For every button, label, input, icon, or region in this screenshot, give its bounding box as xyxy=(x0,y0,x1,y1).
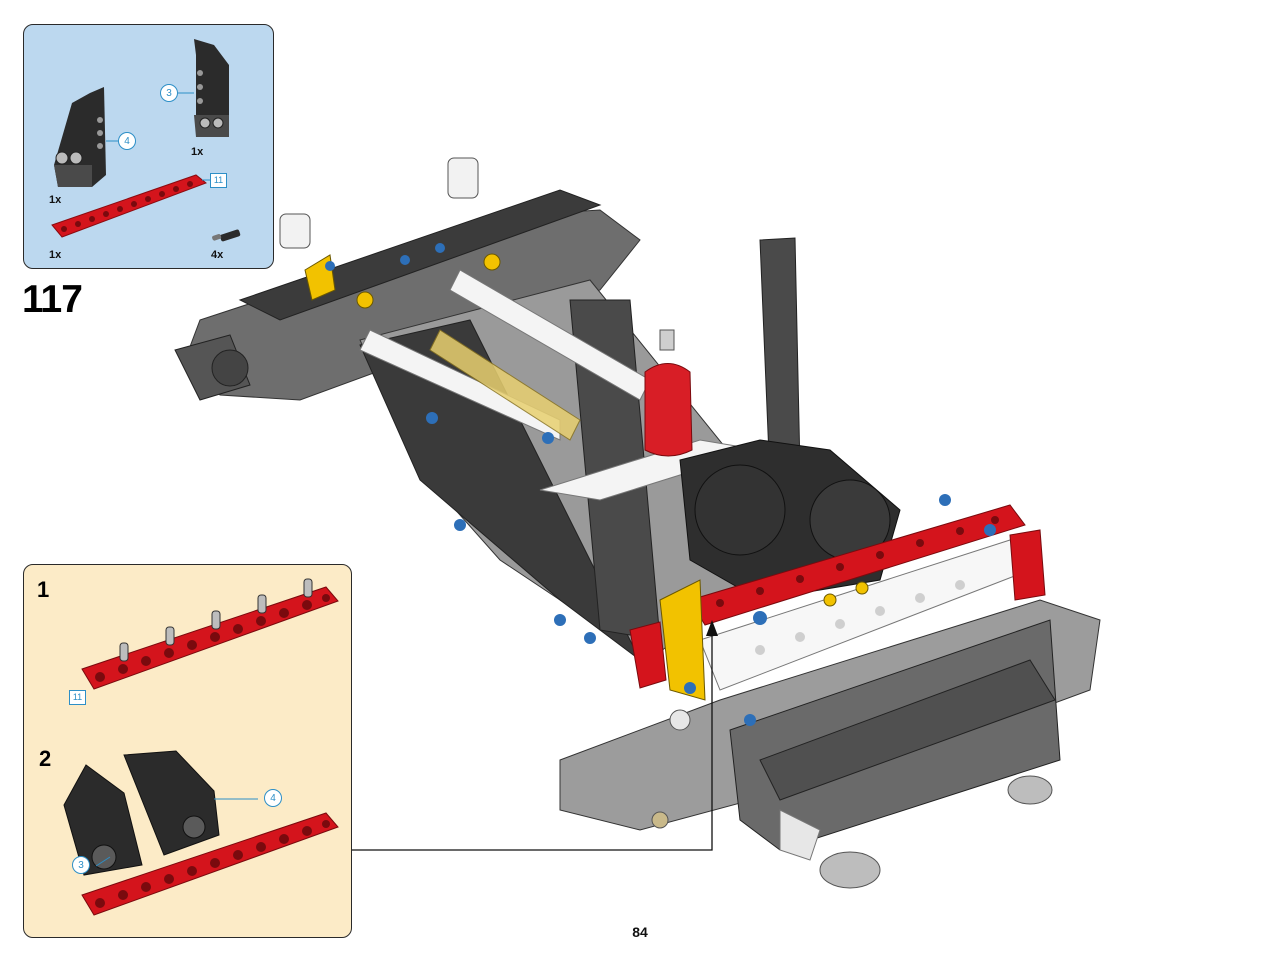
fire-extinguisher xyxy=(644,329,693,457)
red-beam-assembly xyxy=(629,494,1046,726)
assembly-pointer-line xyxy=(352,625,713,851)
front-axle xyxy=(559,599,1101,889)
callout-part-4: 4 xyxy=(118,132,136,150)
panel-right-part xyxy=(178,39,229,137)
parts-list-panel: 4 3 11 1x 1x 1x 4x xyxy=(23,24,274,269)
sub-step-2-number: 2 xyxy=(39,746,52,771)
assembly-pointer-arrow xyxy=(706,620,718,636)
panel-left-part xyxy=(54,87,118,187)
rear-axle xyxy=(174,157,641,401)
sub-assembly-illustration xyxy=(63,578,339,916)
white-crossmember xyxy=(699,539,1031,691)
qty-axle-pin: 4x xyxy=(211,249,224,261)
qty-panel-left: 1x xyxy=(49,194,62,206)
beam-11-part xyxy=(51,174,210,238)
parts-illustration xyxy=(51,39,241,242)
sub-assembly-panel: 1 2 11 4 3 xyxy=(23,564,352,938)
step-number: 117 xyxy=(22,278,83,321)
sub-step-2-assembly xyxy=(63,750,339,916)
callout-sub-step-2-panel-4: 4 xyxy=(264,789,282,807)
page-number: 84 xyxy=(632,924,648,940)
callout-part-3: 3 xyxy=(160,84,178,102)
sub-step-1-beam xyxy=(81,578,339,690)
callout-sub-step-1-beam: 11 xyxy=(69,690,86,705)
qty-beam-11: 1x xyxy=(49,249,62,261)
qty-panel-right: 1x xyxy=(191,146,204,158)
axle-pin-part xyxy=(212,229,241,242)
callout-sub-step-2-panel-3: 3 xyxy=(72,856,90,874)
sub-step-1-number: 1 xyxy=(37,577,50,602)
callout-part-11: 11 xyxy=(210,173,227,188)
